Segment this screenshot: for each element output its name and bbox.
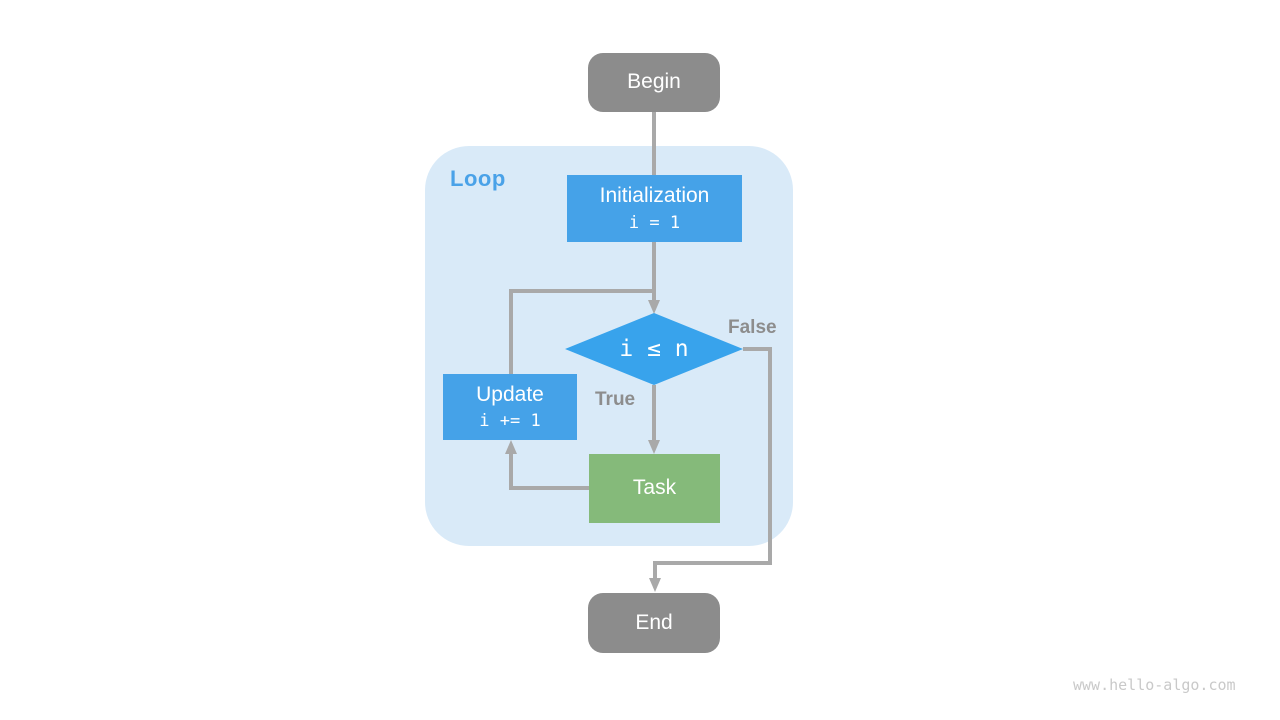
end-node: End	[588, 593, 720, 653]
condition-label: i ≤ n	[619, 336, 689, 362]
edge-condition-false-to-end	[653, 347, 772, 579]
arrowhead-into-end	[649, 578, 661, 592]
loop-label: Loop	[450, 166, 506, 191]
initialization-code: i = 1	[628, 212, 681, 233]
edge-task-to-update	[509, 453, 589, 490]
initialization-node: Initialization i = 1	[567, 175, 742, 242]
false-edge-label: False	[728, 317, 777, 338]
update-label: Update	[476, 382, 544, 406]
begin-label: Begin	[627, 70, 681, 94]
end-label: End	[635, 610, 673, 634]
arrowhead-into-update	[505, 440, 517, 454]
update-node: Update i += 1	[443, 374, 577, 440]
initialization-label: Initialization	[599, 184, 710, 208]
begin-node: Begin	[588, 53, 720, 112]
edge-update-loopback-to-condition	[509, 289, 654, 375]
arrowhead-into-task	[648, 440, 660, 454]
update-code: i += 1	[479, 411, 541, 432]
task-node: Task	[589, 454, 720, 523]
condition-diamond	[565, 313, 743, 385]
arrowhead-into-condition	[648, 300, 660, 314]
site-watermark: www.hello-algo.com	[1073, 676, 1236, 694]
task-label: Task	[632, 476, 677, 500]
true-edge-label: True	[595, 389, 636, 410]
